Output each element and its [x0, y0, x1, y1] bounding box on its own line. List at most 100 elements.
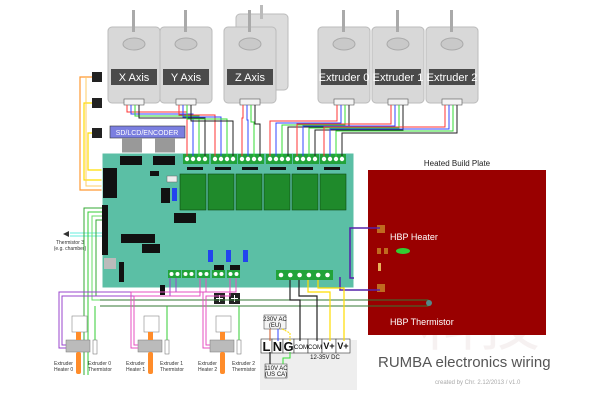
stepper-motor: X Axis	[107, 10, 161, 106]
board-pcb	[101, 152, 355, 289]
motor-wire	[329, 105, 450, 156]
stepper-driver	[207, 173, 235, 211]
endstop-switches	[79, 72, 102, 191]
stepper-motor: Extruder 0	[317, 10, 371, 106]
jumper-blue	[172, 188, 177, 201]
thermistor-probe	[236, 339, 242, 355]
heater-terminal	[227, 270, 240, 278]
motor-wire	[178, 105, 216, 156]
stepper-drivers	[179, 173, 347, 211]
stepper-driver	[319, 173, 347, 211]
heater-block	[65, 339, 91, 353]
heater-block	[209, 339, 235, 353]
motor-terminal	[211, 154, 237, 164]
extruder-heater-label: Extruder	[198, 361, 217, 367]
pin-header	[230, 265, 240, 270]
motor-shaft	[396, 10, 399, 32]
motor-wire	[182, 105, 222, 156]
motor-wire	[190, 105, 234, 156]
motor-connector	[441, 98, 463, 106]
extruder-heater-label: Extruder	[54, 361, 73, 367]
motor-wire	[296, 105, 392, 156]
motor-label: Z Axis	[235, 72, 265, 84]
usb-port	[104, 258, 116, 269]
extruder-heater-label: Heater 1	[126, 367, 145, 373]
psu-ac-terminal-label: N	[273, 339, 282, 354]
psu-ac-eu-line2: (EU)	[269, 323, 281, 329]
nozzle	[220, 352, 225, 374]
motor-shaft	[342, 10, 345, 32]
extruder-fan	[143, 315, 160, 333]
endstop-switch	[92, 128, 102, 138]
extruder-heater-label: Heater 2	[198, 367, 217, 373]
stepper-motor: Extruder 1	[371, 10, 425, 106]
power-input-terminal	[276, 270, 333, 280]
stepper-motor: Extruder 2	[425, 10, 479, 106]
psu-dc-terminal-label: V+	[337, 341, 348, 351]
endstop-switch	[92, 98, 102, 108]
rumba-board	[101, 152, 355, 304]
pin-header	[161, 188, 170, 203]
stepper-driver	[263, 173, 291, 211]
motor-label: Extruder 0	[319, 72, 370, 84]
motor-wire	[269, 105, 338, 156]
pin-header	[150, 171, 159, 176]
motor-terminal	[183, 154, 209, 164]
pin-header	[153, 156, 175, 165]
diagram-title: RUMBA electronics wiring	[378, 354, 551, 371]
pin-header	[160, 285, 165, 295]
psu-dc-terminal-label: COM	[308, 345, 322, 351]
psu-ac-terminal-label: L	[263, 339, 271, 354]
motor-wire	[241, 105, 244, 156]
motor-wires	[126, 105, 458, 156]
motor-label-band	[163, 69, 209, 85]
psu-voltage-label: 12-35V DC	[310, 355, 340, 361]
heater-terminal	[182, 270, 195, 278]
pin-header	[119, 262, 124, 282]
motor-label-band	[227, 69, 273, 85]
extruder-thermistor-label: Thermistor	[88, 367, 112, 373]
motor-shaft	[132, 10, 135, 32]
motor-wire	[138, 105, 206, 156]
jumper-blue	[208, 250, 213, 262]
heated-plate-title: Heated Build Plate	[424, 159, 491, 168]
extruder-thermistor-label: Thermistor	[160, 367, 184, 373]
thermistor3-label: Thermistor 3	[56, 240, 84, 246]
chamber-thermistor: Thermistor 3 (e.g. chamber)	[54, 231, 102, 252]
motor-shaft	[248, 10, 251, 32]
motor-shaft	[450, 10, 453, 32]
thermistor-header	[102, 205, 108, 255]
pin-header	[142, 244, 160, 253]
nozzle	[148, 352, 153, 374]
motor-label-band	[111, 69, 157, 85]
crystal	[166, 175, 178, 183]
thermistor-probe	[164, 339, 170, 355]
heated-plate	[368, 170, 546, 335]
extruder-heater-label: Extruder	[126, 361, 145, 367]
motor-connector	[333, 98, 355, 106]
motor-connector	[387, 98, 409, 106]
lcd-label: SD/LCD/ENCODER	[116, 130, 179, 137]
endstop-switch	[92, 72, 102, 82]
extruder-thermistor-label: Thermistor	[232, 367, 256, 373]
motor-label-band	[321, 69, 367, 85]
motor-label-band	[375, 69, 421, 85]
motor-connector	[239, 98, 261, 106]
heater-terminal	[168, 270, 181, 278]
heated-build-plate: Heated Build Plate HBP Heater HBP Thermi…	[100, 159, 546, 335]
motor-wire	[287, 105, 350, 156]
power-terminals	[276, 270, 333, 280]
pin-header	[120, 156, 142, 165]
motor-wire	[308, 105, 400, 156]
motor-wire	[134, 105, 200, 156]
motor-wire	[275, 105, 342, 156]
motor-terminal	[238, 154, 264, 164]
motor-terminal	[266, 154, 292, 164]
heater-terminals	[168, 270, 240, 278]
motor-wire	[302, 105, 396, 156]
motor-label: X Axis	[119, 72, 150, 84]
pin-header	[121, 234, 155, 243]
